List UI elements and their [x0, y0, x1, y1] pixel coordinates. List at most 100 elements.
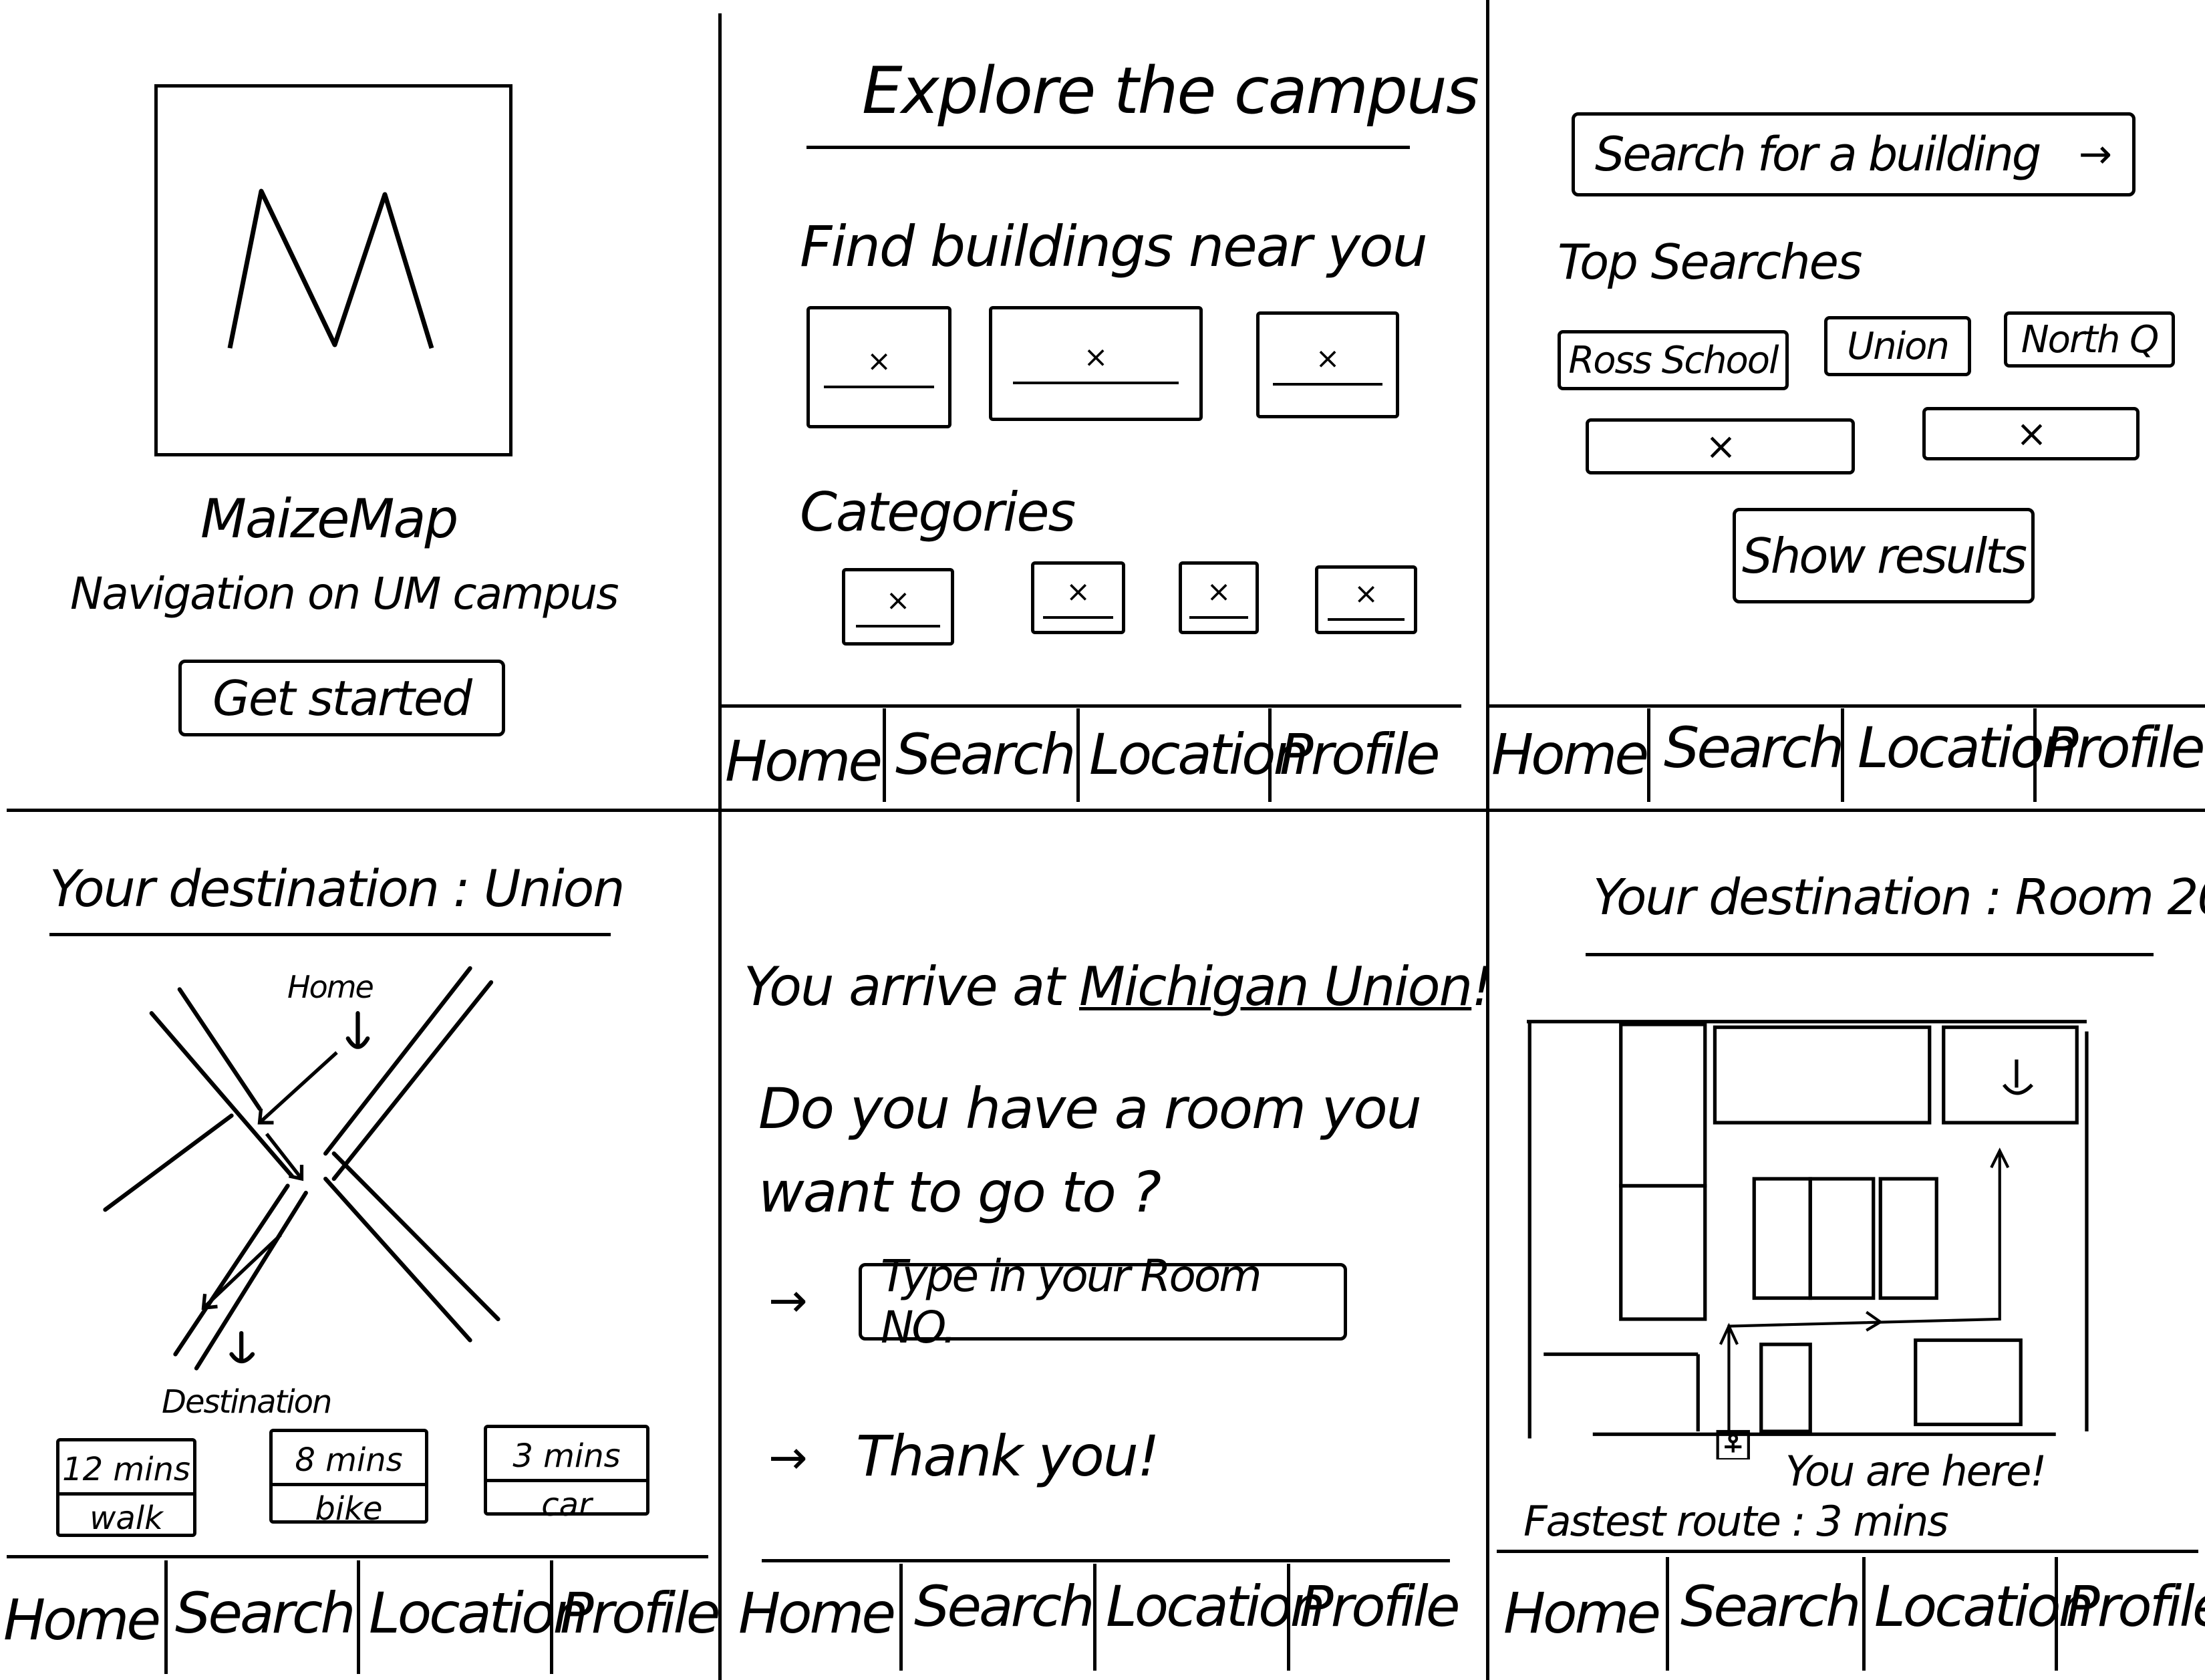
placeholder-x-icon: ×: [885, 583, 911, 617]
nav-divider: [883, 708, 886, 802]
tab-search[interactable]: Search: [175, 1580, 355, 1646]
placeholder-x-icon: ×: [867, 343, 891, 378]
nav-divider: [1268, 708, 1272, 802]
tab-home[interactable]: Home: [725, 728, 883, 794]
tab-location[interactable]: Location: [1089, 722, 1309, 787]
get-started-button[interactable]: Get started: [178, 660, 505, 736]
tab-search[interactable]: Search: [895, 722, 1076, 787]
floor-plan: [1527, 1020, 2089, 1459]
nav-divider: [1647, 708, 1650, 802]
nav-divider: [164, 1560, 168, 1674]
you-are-here-person-icon: [1716, 1429, 1750, 1459]
room-question-line1: Do you have a room you: [758, 1076, 1422, 1141]
room-question-line2: want to go to ?: [758, 1159, 1161, 1225]
arrival-message: You arrive at Michigan Union!: [744, 956, 1493, 1018]
placeholder-x-icon: ×: [1354, 576, 1378, 611]
nearby-building-card[interactable]: ×: [806, 306, 951, 428]
tab-home[interactable]: Home: [1491, 722, 1649, 787]
mode-time: 8 mins: [273, 1432, 425, 1486]
mode-time: 3 mins: [487, 1428, 646, 1482]
arrow-right-icon: →: [768, 1273, 808, 1328]
title-underline: [806, 146, 1410, 149]
tab-location[interactable]: Location: [1874, 1574, 2094, 1639]
nav-divider: [1666, 1557, 1669, 1671]
nav-divider: [1489, 704, 2205, 708]
app-logo: [154, 84, 512, 456]
app-name: MaizeMap: [200, 488, 458, 550]
category-card[interactable]: ×: [1315, 565, 1417, 634]
tagline: Navigation on UM campus: [70, 568, 619, 619]
tab-home[interactable]: Home: [738, 1580, 896, 1646]
nav-divider: [899, 1564, 903, 1671]
nearby-building-card[interactable]: ×: [1256, 311, 1399, 418]
page-title: Explore the campus: [862, 53, 1479, 128]
divider: [7, 809, 2205, 812]
thank-you-link[interactable]: Thank you!: [856, 1423, 1160, 1489]
tab-home[interactable]: Home: [1503, 1580, 1661, 1646]
transport-mode-bike[interactable]: 8 mins bike: [269, 1429, 428, 1528]
top-searches-heading: Top Searches: [1558, 234, 1862, 290]
category-card[interactable]: ×: [842, 568, 954, 646]
top-search-chip[interactable]: ×: [1586, 418, 1855, 474]
tab-profile[interactable]: Profile: [2045, 715, 2205, 781]
show-results-button[interactable]: Show results: [1733, 508, 2035, 603]
top-search-chip[interactable]: ×: [1922, 407, 2140, 460]
search-input[interactable]: Search for a building →: [1572, 112, 2136, 196]
nav-divider: [7, 1555, 708, 1558]
tab-location[interactable]: Location: [369, 1580, 589, 1646]
room-input-placeholder: Type in your Room NO.: [881, 1250, 1262, 1353]
transport-mode-car[interactable]: 3 mins car: [484, 1425, 649, 1524]
destination-marker-label: Destination: [162, 1383, 332, 1421]
tab-location[interactable]: Location: [1858, 715, 2077, 781]
route-arrows: [1719, 1147, 2010, 1431]
nav-divider: [1093, 1564, 1096, 1671]
arrival-place: Michigan Union: [1079, 956, 1473, 1018]
nav-divider: [1497, 1550, 2198, 1553]
arrival-suffix: !: [1471, 956, 1493, 1018]
nav-divider: [1287, 1564, 1290, 1671]
top-search-chip[interactable]: Union: [1824, 316, 1971, 376]
title-underline: [1586, 953, 2154, 956]
tab-home[interactable]: Home: [3, 1587, 161, 1653]
nav-divider: [720, 704, 1461, 708]
arrow-right-icon[interactable]: →: [2078, 131, 2112, 178]
tab-profile[interactable]: Profile: [2066, 1574, 2205, 1639]
top-search-chip[interactable]: North Q: [2004, 311, 2175, 368]
mode-time: 12 mins: [59, 1441, 193, 1496]
search-placeholder: Search for a building: [1595, 127, 2041, 182]
get-started-label: Get started: [212, 670, 472, 726]
tab-search[interactable]: Search: [1664, 715, 1844, 781]
tab-search[interactable]: Search: [1680, 1574, 1861, 1639]
nav-divider: [2033, 708, 2037, 802]
mode-name: car: [541, 1486, 592, 1524]
divider: [1486, 0, 1489, 1680]
tab-search[interactable]: Search: [914, 1574, 1094, 1639]
placeholder-x-icon: ×: [1206, 574, 1231, 609]
top-search-chip[interactable]: Ross School: [1558, 330, 1789, 390]
nav-divider: [1862, 1557, 1866, 1671]
nearby-building-card[interactable]: ×: [989, 306, 1203, 421]
mode-name: bike: [315, 1490, 383, 1528]
route-map: [103, 966, 500, 1371]
tab-location[interactable]: Location: [1106, 1574, 1326, 1639]
divider: [718, 13, 722, 1680]
nav-divider: [1076, 708, 1080, 802]
nearby-heading: Find buildings near you: [800, 214, 1428, 279]
page-title: Your destination : Room 208: [1593, 869, 2205, 926]
room-number-input[interactable]: Type in your Room NO.: [859, 1250, 1347, 1353]
tab-profile[interactable]: Profile: [560, 1580, 721, 1646]
fastest-route-label: Fastest route : 3 mins: [1523, 1497, 1949, 1546]
arrow-right-icon: →: [768, 1430, 808, 1485]
nav-divider: [550, 1560, 553, 1674]
nav-divider: [1841, 708, 1844, 802]
categories-heading: Categories: [800, 481, 1076, 543]
arrival-prefix: You arrive at: [744, 956, 1079, 1018]
tab-profile[interactable]: Profile: [1300, 1574, 1461, 1639]
category-card[interactable]: ×: [1031, 561, 1125, 634]
category-card[interactable]: ×: [1179, 561, 1259, 634]
route-arrows: [201, 1051, 338, 1310]
home-marker-label: Home: [287, 969, 374, 1005]
tab-profile[interactable]: Profile: [1280, 722, 1441, 787]
show-results-label: Show results: [1742, 527, 2027, 584]
